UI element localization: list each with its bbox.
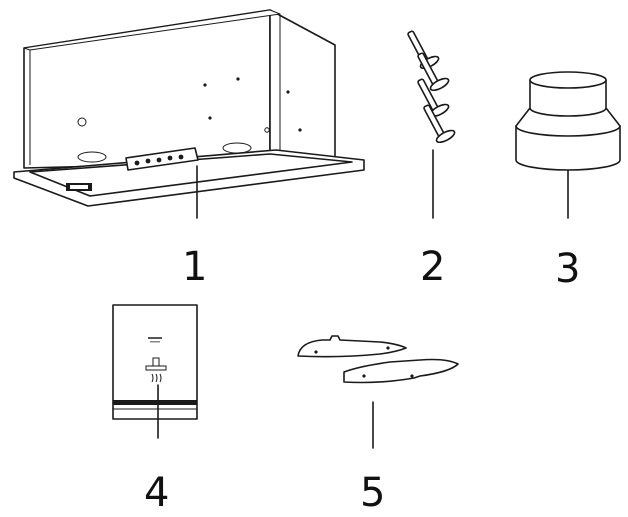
part-number-4: 4 [144, 470, 169, 516]
part-number-2: 2 [420, 244, 445, 290]
duct-adapter-illustration [515, 71, 621, 219]
part-number-3: 3 [555, 246, 580, 292]
hood-body-illustration [13, 9, 365, 219]
part-number-1: 1 [182, 244, 207, 290]
instruction-manual-illustration [112, 304, 198, 439]
filter-brackets-illustration [297, 335, 459, 449]
part-number-5: 5 [360, 470, 385, 516]
screws-illustration [407, 30, 456, 219]
